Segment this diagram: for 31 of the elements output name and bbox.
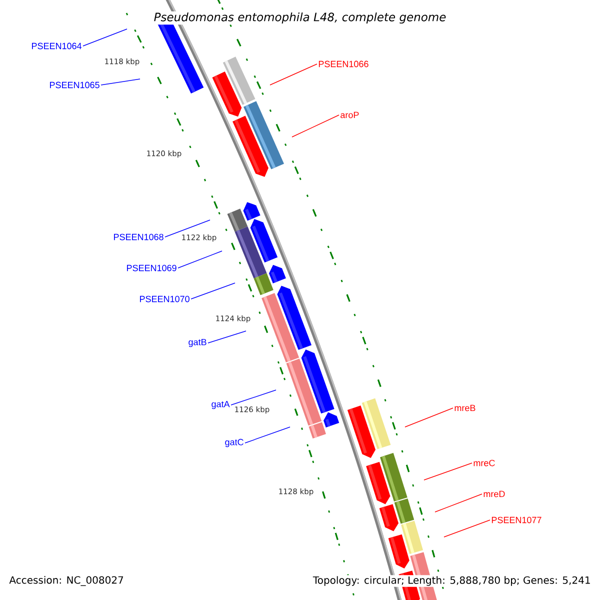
gene-label: mreD bbox=[484, 490, 505, 498]
leader-line bbox=[208, 330, 246, 344]
leader-line bbox=[292, 114, 340, 138]
gene-label: PSEEN1070 bbox=[140, 296, 190, 302]
gene-label: gatA bbox=[212, 400, 230, 410]
leader-line bbox=[244, 426, 290, 444]
leader-line bbox=[178, 250, 222, 268]
gene-label: mreB bbox=[454, 404, 476, 412]
leader-line bbox=[434, 494, 482, 512]
gene-label: mreC bbox=[474, 460, 495, 466]
footer-text: Accession: NC_008027 bbox=[8, 575, 125, 587]
footer-text: Topology: circular; Length: 5,888,780 bp; Genes: 5,241 bbox=[312, 575, 592, 587]
leader-line bbox=[270, 64, 318, 86]
leader-line bbox=[444, 520, 490, 538]
gene-label: PSEEN1069 bbox=[127, 264, 176, 272]
leader-line bbox=[164, 220, 210, 238]
leader-line bbox=[404, 408, 454, 428]
gene-label: PSEEN1066 bbox=[318, 60, 368, 68]
gene-label: PSEEN1065 bbox=[50, 82, 100, 88]
leader-line bbox=[424, 462, 472, 480]
gene-label: aroP bbox=[340, 112, 359, 118]
leader-line bbox=[230, 390, 276, 406]
leader-line bbox=[190, 282, 236, 300]
gene-label: gatC bbox=[225, 438, 244, 448]
gene-label: PSEEN1068 bbox=[114, 234, 164, 240]
title: Pseudomonas entomophila L48, complete genome bbox=[152, 11, 448, 25]
leader-line bbox=[100, 78, 140, 86]
gene-label: PSEEN1064 bbox=[32, 42, 82, 50]
leader-line bbox=[82, 28, 128, 46]
gene-label: gatB bbox=[188, 338, 206, 348]
gene-label: PSEEN1077 bbox=[492, 516, 542, 524]
